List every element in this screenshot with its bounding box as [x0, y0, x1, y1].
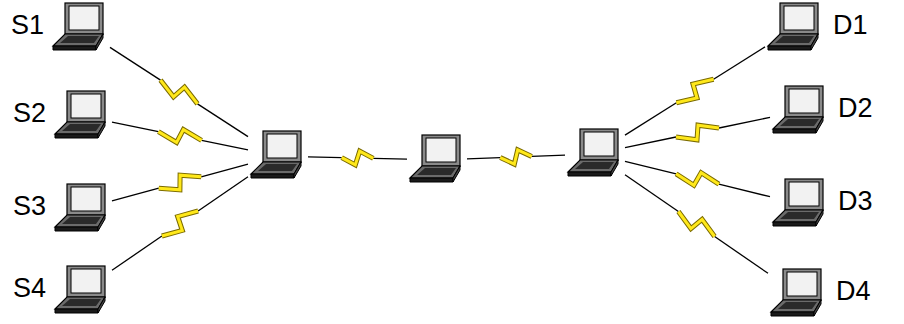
- node-label: D3: [838, 186, 873, 216]
- node-label: S4: [13, 273, 46, 303]
- wireless-link: [110, 47, 248, 136]
- laptop-node: [565, 128, 625, 180]
- node-label: D2: [838, 93, 873, 123]
- laptop-icon: [770, 85, 830, 137]
- laptop-node: S1: [50, 2, 110, 54]
- laptop-node: S3: [52, 183, 112, 235]
- node-label: D1: [833, 10, 868, 40]
- laptop-node: [248, 130, 308, 182]
- laptop-node: S2: [52, 90, 112, 142]
- laptop-node: D1: [765, 2, 825, 54]
- laptop-icon: [407, 134, 467, 186]
- laptop-icon: [52, 90, 112, 142]
- laptop-node: S4: [52, 265, 112, 317]
- laptop-icon: [248, 130, 308, 182]
- laptop-node: D3: [770, 178, 830, 230]
- wireless-link: [467, 150, 565, 164]
- laptop-icon: [768, 268, 828, 320]
- laptop-icon: [52, 183, 112, 235]
- node-label: S3: [13, 191, 46, 221]
- laptop-icon: [50, 2, 110, 54]
- wireless-link: [625, 47, 765, 135]
- laptop-icon: [765, 2, 825, 54]
- wireless-link: [112, 177, 248, 271]
- node-label: S2: [13, 98, 46, 128]
- wireless-link: [112, 122, 248, 150]
- laptop-node: D4: [768, 268, 828, 320]
- laptop-node: D2: [770, 85, 830, 137]
- laptop-node: [407, 134, 467, 186]
- wireless-link: [112, 164, 248, 201]
- wireless-link: [625, 175, 768, 274]
- laptop-icon: [565, 128, 625, 180]
- wireless-link: [625, 161, 770, 196]
- laptop-icon: [770, 178, 830, 230]
- wireless-link: [625, 117, 770, 147]
- wireless-link: [308, 151, 407, 165]
- node-label: S1: [11, 10, 44, 40]
- node-label: D4: [836, 276, 871, 306]
- laptop-icon: [52, 265, 112, 317]
